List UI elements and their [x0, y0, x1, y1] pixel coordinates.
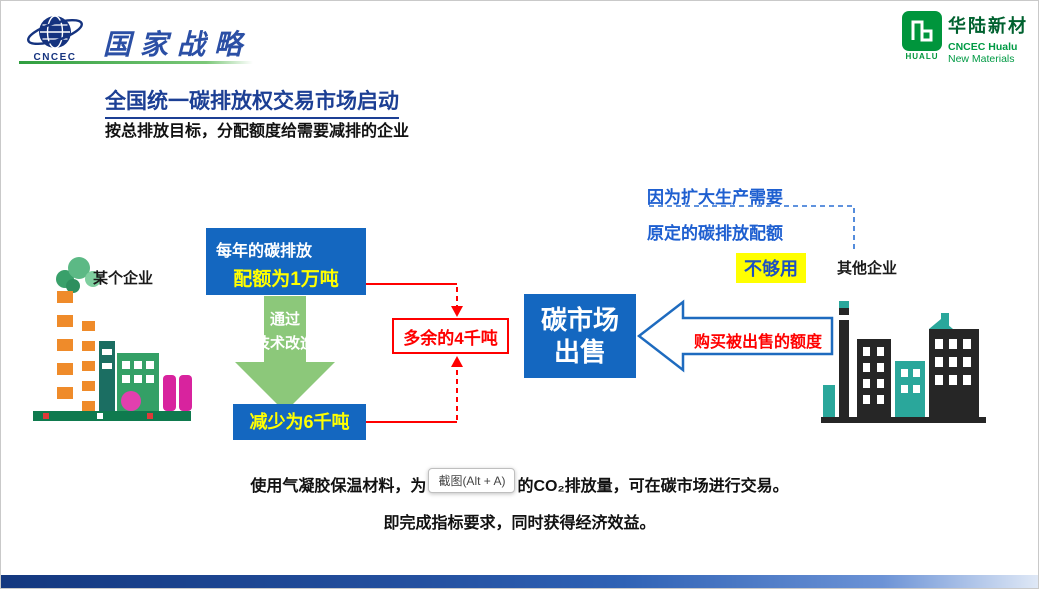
strategy-title: 国家战略 [103, 29, 252, 60]
hualu-wordmark: 华陆新材 CNCEC Hualu New Materials [948, 12, 1028, 65]
screenshot-tooltip: 截图(Alt + A) [428, 468, 516, 493]
cncec-logo-icon: CNCEC [27, 15, 83, 63]
green-arrow-text1: 通过 [270, 310, 300, 328]
buy-left-arrow [637, 299, 834, 373]
right-factory-illustration [821, 301, 986, 423]
annual-quota-line2: 配额为1万吨 [233, 269, 339, 290]
red-connector-bottom [366, 366, 458, 423]
carbon-market-box: 碳市场 出售 [524, 294, 636, 378]
page-subtitle: 按总排放目标，分配额度给需要减排的企业 [105, 123, 410, 140]
right-factory-label: 其他企业 [837, 260, 898, 277]
footer-line1: 使用气凝胶保温材料，为 截图(Alt + A) 的CO₂排放量，可在碳市场进行交… [1, 468, 1038, 496]
footer-line2: 即完成指标要求，同时获得经济效益。 [383, 515, 656, 532]
surplus-box: 多余的4千吨 [392, 318, 509, 354]
footer-line1-pre: 使用气凝胶保温材料，为 [250, 477, 427, 495]
reduced-box: 减少为6千吨 [233, 404, 366, 440]
not-enough-badge: 不够用 [736, 253, 806, 283]
red-arrowhead-down [451, 306, 463, 317]
reason-text-2: 原定的碳排放配额 [647, 224, 783, 243]
header-divider [19, 61, 253, 64]
hualu-logo-icon [902, 11, 942, 51]
green-arrow-text2: 技术改造 [255, 334, 315, 352]
cncec-logo-text: CNCEC [33, 52, 76, 63]
left-factory-illustration [33, 257, 192, 421]
left-factory-label: 某个企业 [93, 270, 154, 287]
green-down-arrow: 通过 技术改造 [235, 296, 335, 412]
hualu-logo-tag: HUALU [905, 52, 939, 61]
buy-arrow-label: 购买被出售的额度 [693, 334, 822, 351]
annual-quota-line1: 每年的碳排放 [216, 243, 313, 260]
bottom-accent-bar [1, 575, 1038, 588]
carbon-market-line2: 出售 [553, 337, 606, 367]
hualu-name-en1: CNCEC Hualu [948, 41, 1018, 53]
carbon-market-line1: 碳市场 [540, 304, 619, 335]
reason-text-1: 因为扩大生产需要 [647, 188, 783, 207]
hualu-name-cn: 华陆新材 [948, 16, 1028, 36]
red-arrowhead-up [451, 356, 463, 367]
page-title: 全国统一碳排放权交易市场启动 [105, 85, 399, 119]
red-connector-top [366, 283, 458, 307]
hualu-name-en2: New Materials [948, 53, 1015, 65]
annual-quota-box: 每年的碳排放 配额为1万吨 [206, 228, 366, 295]
footer-line1-post: 的CO₂排放量，可在碳市场进行交易。 [517, 477, 789, 495]
